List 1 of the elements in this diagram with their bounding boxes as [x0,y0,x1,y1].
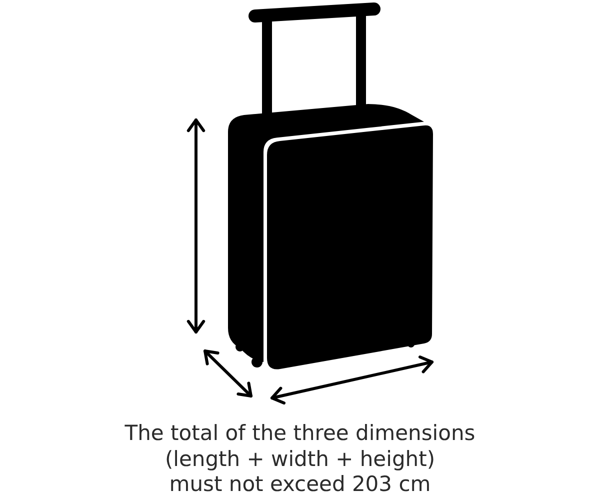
caption: The total of the three dimensions (length + width + height) must not exceed 203 cm [124,421,476,498]
